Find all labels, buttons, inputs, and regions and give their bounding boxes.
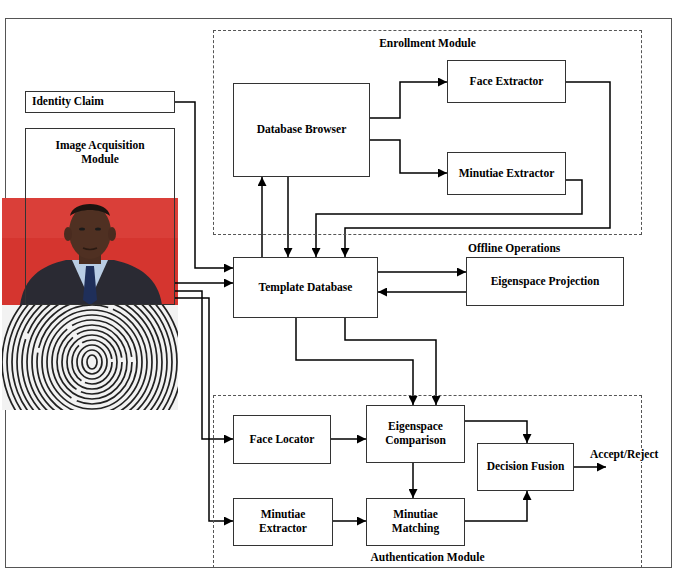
box-label: Identity Claim [32,95,104,109]
flow-arrow [296,318,413,405]
flow-arrow [378,291,466,293]
process-box: Minutiae Extractor [233,498,333,546]
input-box: Identity Claim [25,91,175,113]
head [69,205,111,259]
suit [20,260,162,305]
box-label: Face Locator [250,433,315,447]
flow-arrow [175,291,233,439]
flow-arrow [378,271,466,273]
module-region: Enrollment ModuleDatabase Browser Face Ex… [213,30,642,235]
process-box: Database Browser [233,83,370,177]
face-photo [2,198,178,305]
flow-arrow [175,298,233,521]
flow-arrow [345,82,610,257]
flow-arrow [175,102,233,268]
box-label: Minutiae Extractor [459,167,555,181]
module-title: Enrollment Module [214,37,641,51]
process-box: Minutiae Extractor [447,152,566,195]
ear [108,227,116,241]
hair [70,204,110,216]
box-label: Eigenspace Projection [491,275,600,289]
tie [83,266,97,305]
output-arrow [574,466,606,468]
box-label: Template Database [259,281,353,295]
process-box: Decision Fusion [477,443,574,491]
flow-arrow [465,421,527,443]
box-label: Minutiae Matching [372,508,459,536]
flow-arrow [370,140,447,173]
flow-arrow [331,438,366,440]
annotation-label: Accept/Reject [588,448,660,462]
box-label: Eigenspace Comparison [372,420,459,448]
module-region: Authentication Module Face Locator Eigensp… [213,395,642,568]
box-label: Decision Fusion [487,460,565,474]
flow-arrow [261,177,263,257]
fingerprint-ridges [2,305,178,410]
database-box: Template Database [233,257,378,318]
box-label: Image Acquisition Module [44,139,156,167]
process-box: Eigenspace Comparison [366,405,465,463]
photo-background [2,198,178,305]
flow-arrow [175,282,233,284]
figure-frame [6,19,672,568]
process-box: Minutiae Matching [366,498,465,546]
fingerprint [2,305,178,410]
flow-arrow [333,520,366,522]
flow-arrow [287,177,289,257]
eye [95,227,101,230]
flow-arrow [345,318,436,405]
box-label: Minutiae Extractor [239,508,327,536]
eye [79,227,85,230]
box-label: Face Extractor [470,75,544,89]
input-box: Image Acquisition Module [25,128,175,305]
ear [64,227,72,241]
flow-arrow [370,82,447,118]
annotation-label: Offline Operations [468,242,560,256]
process-box: Face Extractor [447,60,566,103]
flow-arrow [465,491,527,521]
box-label: Database Browser [257,123,347,137]
process-box: Eigenspace Projection [466,257,624,306]
process-box: Face Locator [233,415,331,464]
mouth [83,248,97,250]
module-title: Authentication Module [214,551,641,565]
flow-arrow [412,463,414,498]
